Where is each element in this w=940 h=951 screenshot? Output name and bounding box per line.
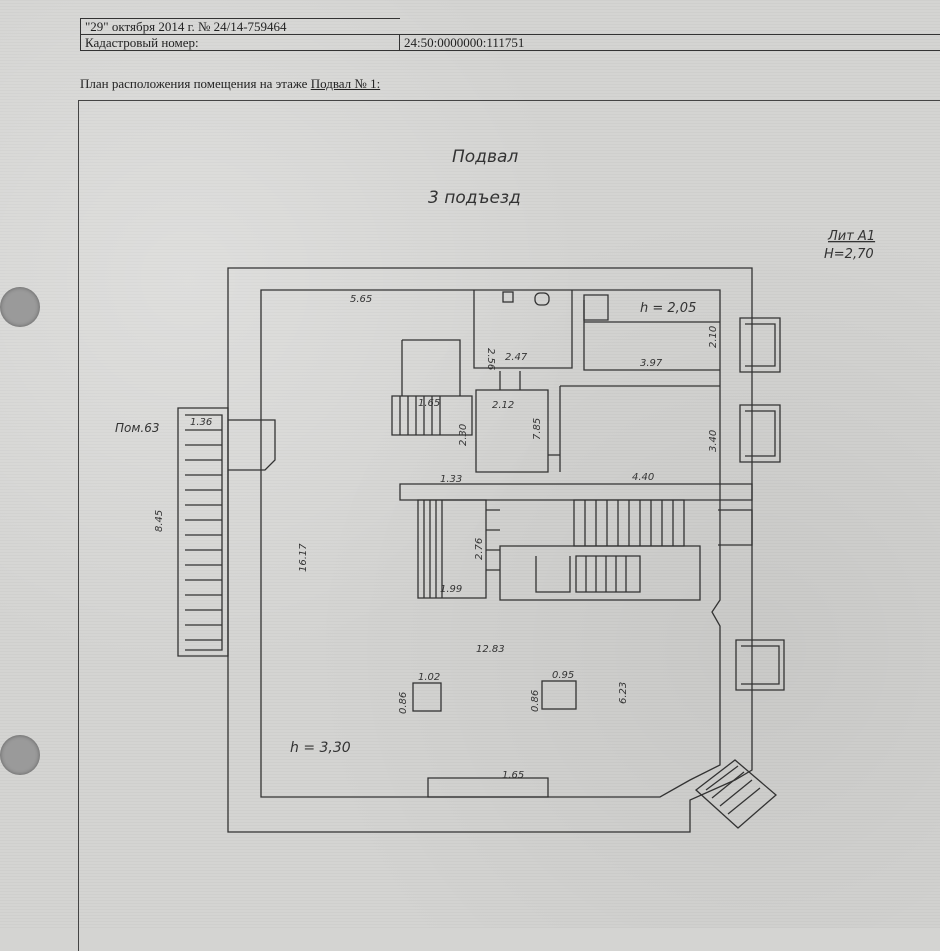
dim-256: 2.56 [485,348,496,370]
dim-top-wall: 5.65 [350,294,372,305]
dim-623: 6.23 [618,682,629,704]
dim-247: 2.47 [505,352,528,363]
dim-086a: 0.86 [398,692,409,714]
dim-845: 8.45 [154,510,165,532]
dim-095: 0.95 [552,670,574,681]
dim-102: 1.02 [418,672,440,683]
room-height-top: h = 2,05 [640,301,696,316]
dim-199: 1.99 [440,584,462,595]
neighbor-room: Пом.63 [115,421,160,435]
room-height-main: h = 3,30 [290,740,351,756]
floor-plan-drawing: Подвал 3 подъезд Лит А1 H=2,70 h = 2,05 … [0,0,940,928]
height-total: H=2,70 [824,247,874,262]
lit-label: Лит А1 [827,229,875,244]
dim-1283: 12.83 [476,644,505,655]
dim-086b: 0.86 [530,690,541,712]
dim-212: 2.12 [492,400,514,411]
dim-165a: 1.65 [418,398,440,409]
dim-210: 2.10 [708,326,719,348]
dim-276: 2.76 [474,538,485,560]
dim-397: 3.97 [640,358,663,369]
dim-133: 1.33 [440,474,462,485]
dim-440: 4.40 [632,472,654,483]
dim-340: 3.40 [708,430,719,452]
plan-subtitle: 3 подъезд [428,188,521,208]
dim-165b: 1.65 [502,770,524,781]
dim-1617: 16.17 [298,543,309,572]
dim-230: 2.30 [458,424,469,446]
dim-785: 7.85 [532,418,543,440]
dim-136: 1.36 [190,417,212,428]
plan-title: Подвал [452,147,518,167]
